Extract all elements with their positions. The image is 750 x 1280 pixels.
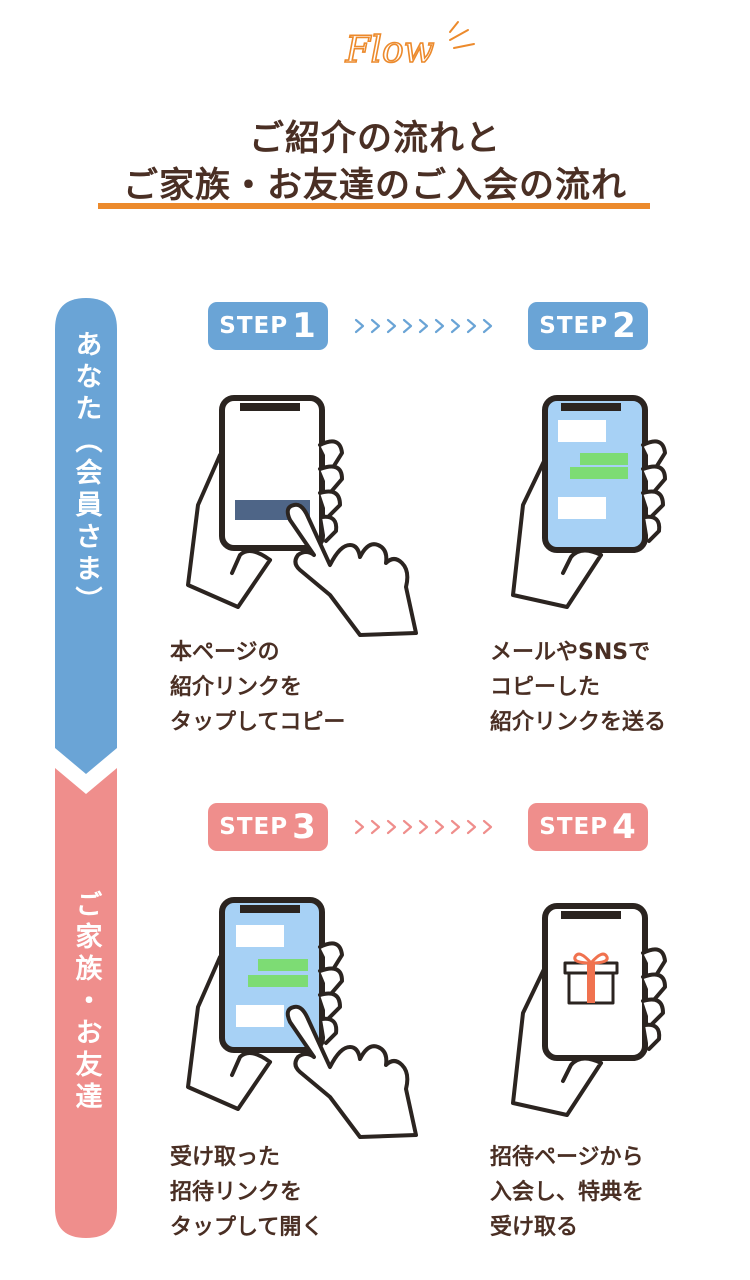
- step-caption-3: 受け取った 招待リンクを タップして開く: [170, 1145, 324, 1240]
- tapping-finger-icon: [285, 1004, 418, 1139]
- page-title-line2: ご家族・お友達のご入会の流れ: [122, 166, 627, 206]
- hand-holding-phone-icon: [511, 395, 667, 609]
- gift-box-icon: [563, 952, 619, 1005]
- step-caption-1: 本ページの 紹介リンクを タップしてコピー: [170, 640, 346, 735]
- section-bar-family: [55, 768, 117, 1238]
- svg-text:Flow: Flow: [345, 30, 435, 71]
- section-bar-you: [55, 298, 117, 774]
- chat-bubbles-icon: [558, 420, 628, 519]
- title-underline: [98, 203, 650, 209]
- section-label-you: あなた（会員さま）: [70, 330, 102, 618]
- tapping-finger-icon: [285, 502, 418, 637]
- flow-script-logo: Flow: [344, 21, 475, 72]
- hand-holding-phone-icon: [186, 395, 418, 637]
- step-caption-4: 招待ページから 入会し、特典を 受け取る: [490, 1145, 645, 1240]
- step-caption-2: メールやSNSで コピーした 紹介リンクを送る: [490, 640, 667, 735]
- page-title-line1: ご紹介の流れと: [248, 119, 501, 159]
- chat-bubbles-icon: [236, 925, 308, 1027]
- hand-holding-phone-icon: [186, 897, 418, 1139]
- chevron-right-icon: [354, 318, 493, 334]
- chevron-right-icon: [354, 819, 493, 835]
- hand-holding-phone-icon: [511, 903, 667, 1117]
- section-label-family: ご家族・お友達: [70, 890, 102, 1114]
